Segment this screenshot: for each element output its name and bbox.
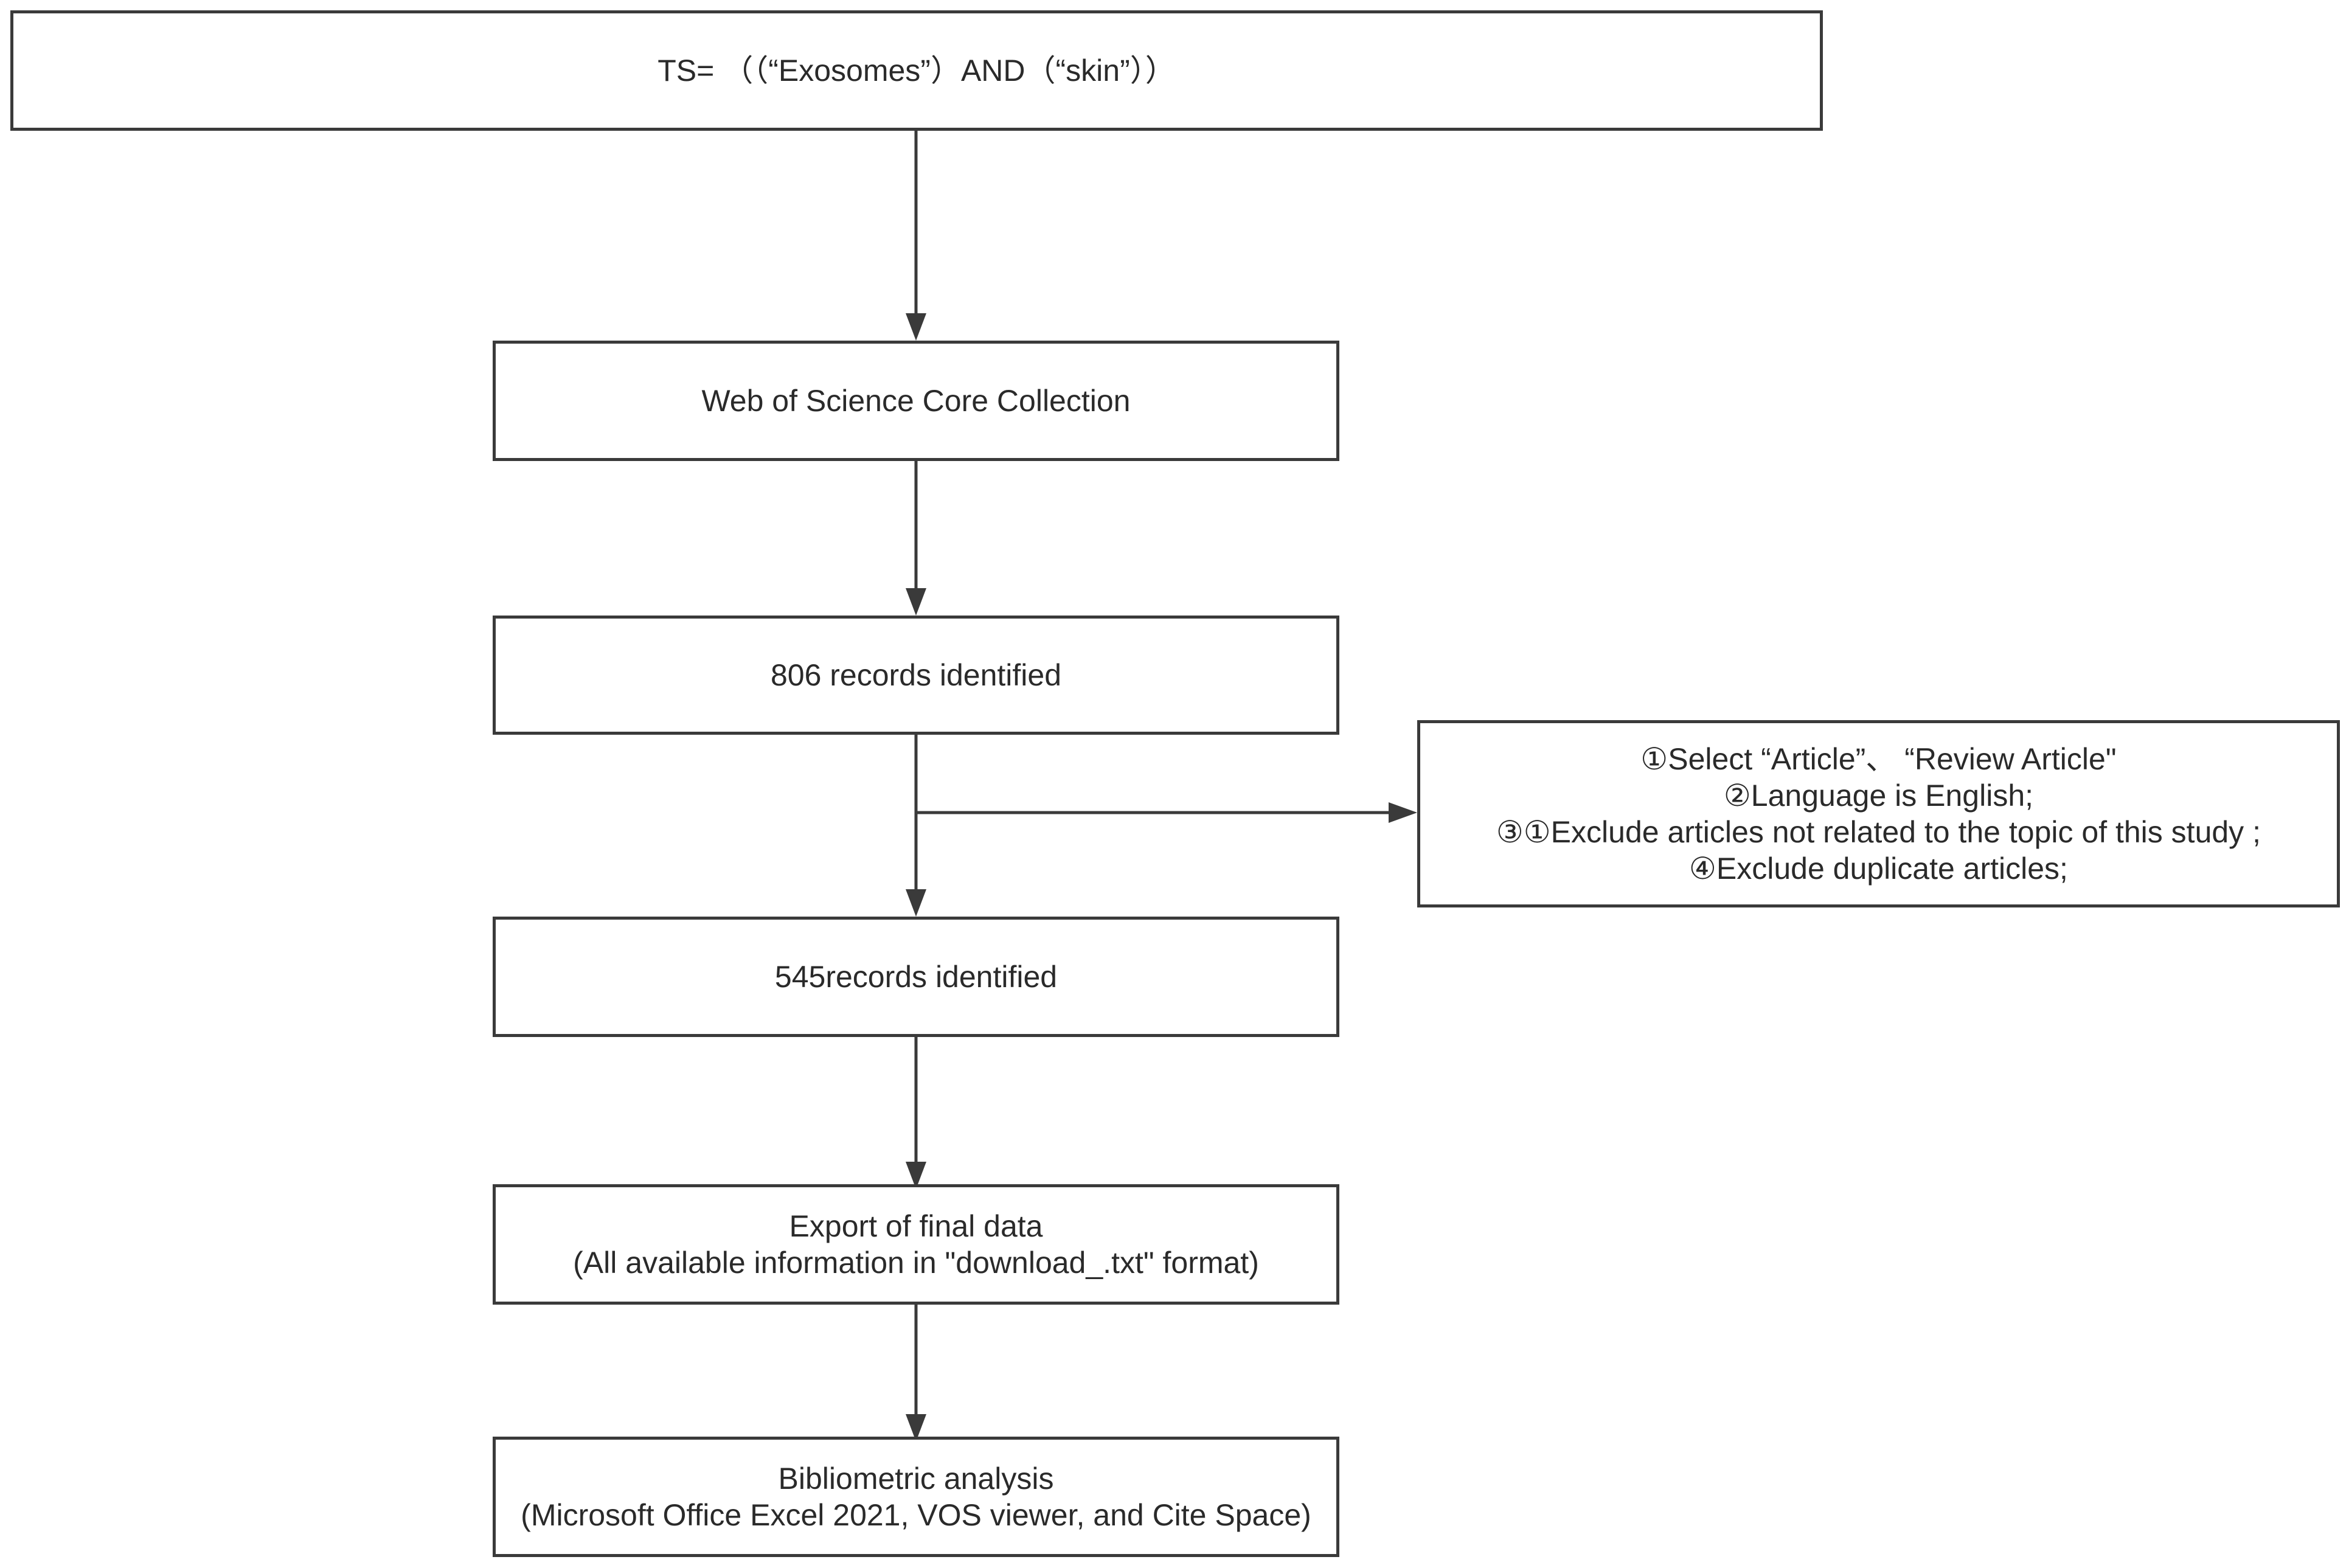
exclusion-item: ④Exclude duplicate articles; xyxy=(1689,852,2068,886)
records-initial-text: 806 records identified xyxy=(770,658,1062,692)
arrowhead-exclusion xyxy=(1389,802,1417,823)
analysis-title: Bibliometric analysis xyxy=(778,1462,1054,1496)
exclusion-criteria-box: ①Select “Article”、 “Review Article" ②Lan… xyxy=(1417,720,2340,907)
arrowhead-final xyxy=(906,889,926,917)
exclusion-item: ①Select “Article”、 “Review Article" xyxy=(1640,742,2117,776)
export-box: Export of final data (All available info… xyxy=(493,1184,1339,1305)
database-text: Web of Science Core Collection xyxy=(701,384,1131,418)
search-query-box: TS= （（“Exosomes”）AND（“skin”）） xyxy=(10,10,1823,131)
records-initial-box: 806 records identified xyxy=(493,616,1339,735)
export-title: Export of final data xyxy=(789,1209,1043,1243)
arrowhead-database xyxy=(906,313,926,341)
exclusion-item: ③①Exclude articles not related to the to… xyxy=(1496,815,2261,849)
arrowhead-records xyxy=(906,588,926,616)
database-box: Web of Science Core Collection xyxy=(493,341,1339,461)
search-query-text: TS= （（“Exosomes”）AND（“skin”）） xyxy=(658,54,1176,88)
records-final-text: 545records identified xyxy=(774,960,1058,994)
exclusion-item: ②Language is English; xyxy=(1723,779,2034,813)
export-detail: (All available information in "download_… xyxy=(573,1246,1259,1280)
records-final-box: 545records identified xyxy=(493,917,1339,1037)
analysis-box: Bibliometric analysis (Microsoft Office … xyxy=(493,1437,1339,1557)
analysis-detail: (Microsoft Office Excel 2021, VOS viewer… xyxy=(521,1498,1311,1532)
